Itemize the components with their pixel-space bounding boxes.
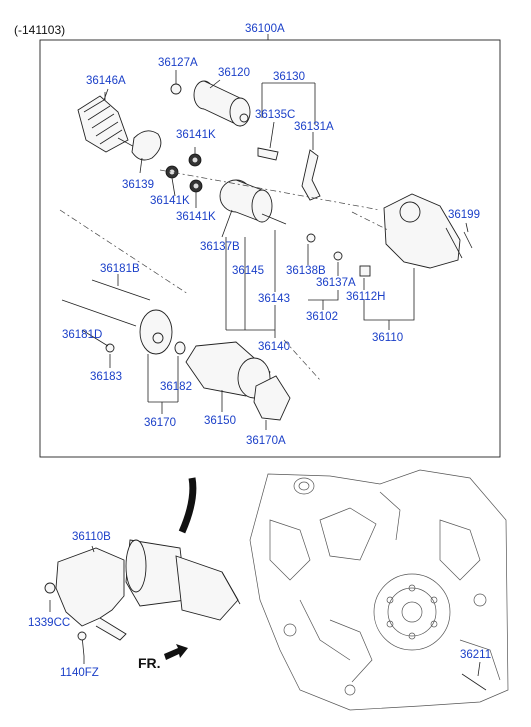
part-label-36137B[interactable]: 36137B	[200, 241, 240, 253]
part-label-36137A[interactable]: 36137A	[316, 277, 356, 289]
part-label-36183[interactable]: 36183	[90, 371, 122, 383]
rear-cover-drawing	[139, 309, 173, 355]
front-arrow-icon	[164, 644, 188, 660]
engine-block-drawing	[249, 469, 509, 711]
part-label-36150[interactable]: 36150	[204, 415, 236, 427]
date-range-label: (-141103)	[14, 23, 66, 37]
part-label-36140[interactable]: 36140	[258, 341, 290, 353]
part-label-36110B[interactable]: 36110B	[72, 531, 111, 543]
nut-36127A	[170, 83, 182, 95]
part-label-36135C[interactable]: 36135C	[255, 109, 296, 121]
part-label-36141K-top[interactable]: 36141K	[176, 129, 216, 141]
part-label-36141K-low[interactable]: 36141K	[176, 211, 216, 223]
part-label-36141K-mid[interactable]: 36141K	[150, 195, 190, 207]
part-label-36143[interactable]: 36143	[258, 293, 290, 305]
part-label-36146A[interactable]: 36146A	[86, 75, 126, 87]
part-label-36139[interactable]: 36139	[122, 179, 154, 191]
front-direction-label: FR.	[138, 655, 161, 671]
part-label-36170[interactable]: 36170	[144, 417, 176, 429]
assembly-label-36100A[interactable]: 36100A	[245, 23, 285, 35]
part-label-36199[interactable]: 36199	[448, 209, 480, 221]
clutch-drawing	[219, 179, 287, 225]
brush-holder-drawing	[253, 375, 291, 421]
part-label-36130[interactable]: 36130	[273, 71, 305, 83]
part-label-36145[interactable]: 36145	[232, 265, 264, 277]
part-label-1140FZ[interactable]: 1140FZ	[60, 667, 99, 679]
starter-lower-drawing	[125, 539, 241, 621]
plate-36139	[131, 130, 162, 161]
part-label-36102[interactable]: 36102	[306, 311, 338, 323]
part-label-36110[interactable]: 36110	[372, 332, 404, 344]
assembly-frame	[39, 39, 501, 458]
part-label-36181B[interactable]: 36181B	[100, 263, 140, 275]
heat-shield-drawing	[55, 547, 125, 627]
part-label-36112H[interactable]: 36112H	[346, 291, 386, 303]
housing-drawing	[383, 193, 463, 269]
part-label-36138B[interactable]: 36138B	[286, 265, 326, 277]
part-label-36127A[interactable]: 36127A	[158, 57, 198, 69]
solenoid-drawing	[193, 80, 251, 127]
armature-drawing	[77, 92, 141, 153]
part-label-36120[interactable]: 36120	[218, 67, 250, 79]
part-label-36170A[interactable]: 36170A	[246, 435, 286, 447]
part-label-36181D[interactable]: 36181D	[62, 329, 103, 341]
part-label-36211[interactable]: 36211	[460, 649, 492, 661]
part-label-36131A[interactable]: 36131A	[294, 121, 334, 133]
part-label-1339CC[interactable]: 1339CC	[28, 617, 71, 629]
part-label-36182[interactable]: 36182	[160, 381, 192, 393]
